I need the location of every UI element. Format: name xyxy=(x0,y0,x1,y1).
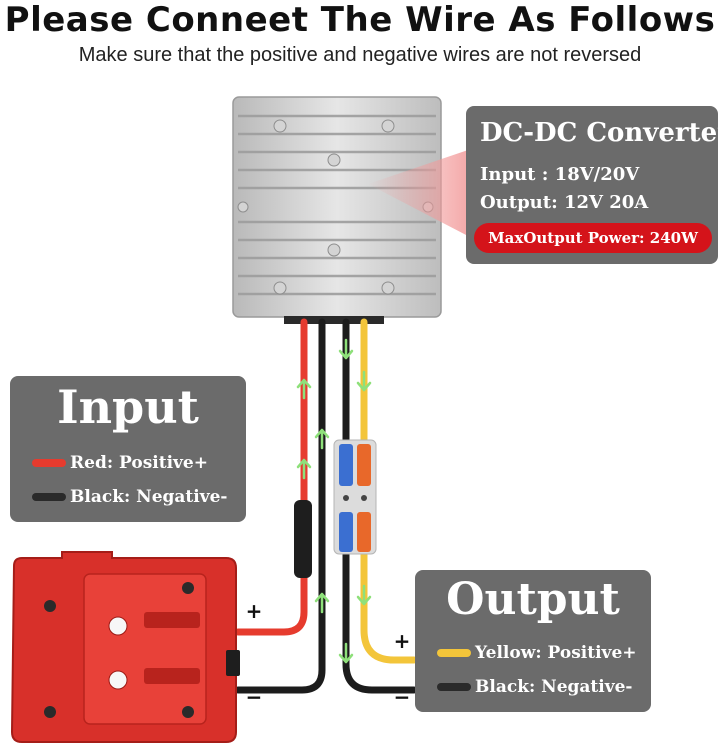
legend-label: Black: Negative- xyxy=(475,676,633,697)
red-wire-swatch xyxy=(32,458,66,467)
page-subtitle: Make sure that the positive and negative… xyxy=(78,44,642,66)
legend-label: Yellow: Positive+ xyxy=(475,642,637,663)
battery-adapter xyxy=(10,551,240,743)
legend-label: Red: Positive+ xyxy=(70,452,208,473)
page-title: Please Conneet The Wire As Follows xyxy=(4,0,716,40)
dc-dc-converter xyxy=(232,96,442,324)
legend-item-output-black: Black: Negative- xyxy=(437,676,632,700)
spec-title: DC-DC Converter xyxy=(480,118,720,148)
black-wire-swatch xyxy=(32,492,66,501)
yellow-wire-swatch xyxy=(437,648,471,657)
output-legend-title: Output xyxy=(446,574,620,625)
output-minus-mark: − xyxy=(394,685,411,709)
spec-pointer xyxy=(368,150,468,236)
max-power-badge: MaxOutput Power: 240W xyxy=(474,223,712,253)
output-legend-panel: Output Yellow: Positive+ Black: Negative… xyxy=(415,570,651,712)
legend-item-input-red: Red: Positive+ xyxy=(32,452,208,476)
wire-connector xyxy=(333,439,377,555)
fuse-holder xyxy=(294,500,312,578)
converter-spec-panel: DC-DC Converter Input : 18V/20V Output: … xyxy=(466,106,720,264)
spec-input: Input : 18V/20V xyxy=(480,164,640,185)
legend-item-output-yellow: Yellow: Positive+ xyxy=(437,642,637,666)
input-legend-panel: Input Red: Positive+ Black: Negative- xyxy=(10,376,246,522)
battery-plus-mark: + xyxy=(246,599,263,623)
output-wires xyxy=(342,318,418,694)
input-legend-title: Input xyxy=(57,380,199,434)
flow-arrows xyxy=(296,338,372,664)
legend-label: Black: Negative- xyxy=(70,486,228,507)
legend-item-input-black: Black: Negative- xyxy=(32,486,227,510)
battery-minus-mark: − xyxy=(246,685,263,709)
spec-output: Output: 12V 20A xyxy=(480,192,649,213)
output-plus-mark: + xyxy=(394,629,411,653)
black-wire-swatch xyxy=(437,682,471,691)
input-wires xyxy=(234,318,326,694)
